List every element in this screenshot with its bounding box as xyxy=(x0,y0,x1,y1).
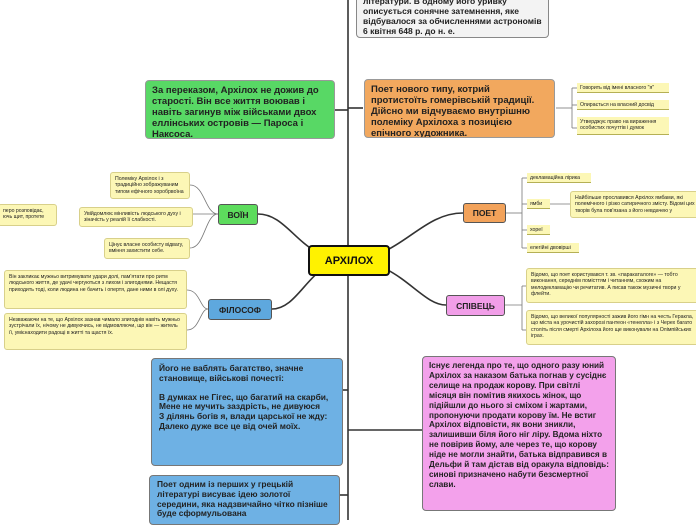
voin-leaf-3-text: Цінує власне особисту відвагу, вміння за… xyxy=(109,242,184,255)
poet-leaf-1-text: декламаційна лірика xyxy=(530,175,581,181)
poet-leaf-2-text: ямби xyxy=(530,201,543,207)
orange-leaf-3: Утверджує право на вираження особистих п… xyxy=(577,117,669,135)
poem-line-1: Його не ваблять багатство, значне станов… xyxy=(159,363,304,383)
poem-line-3: В думках не Гігес, що багатий на скарби, xyxy=(159,391,329,402)
poet-yamby-note-text: Найбільше прославився Архілох ямбами, як… xyxy=(575,195,695,214)
poet-leaf-2: ямби xyxy=(527,199,550,209)
spivets-leaf-2-text: Відомо, що великої популярності зажив йо… xyxy=(531,314,694,340)
pink-legend-note: Існує легенда про те, що одного разу юни… xyxy=(422,356,616,511)
top-note: літератури. В одному його уривку описуєт… xyxy=(356,0,549,38)
branch-filosof-label: ФІЛОСОФ xyxy=(219,304,261,315)
orange-note: Поет нового типу, котрий протистоїть гом… xyxy=(364,79,555,138)
green-note-text: За переказом, Архілох не дожив до старос… xyxy=(152,85,319,139)
voin-leaf-1-text: Полеміку Архілох і з традиційно зображув… xyxy=(115,176,184,195)
voin-cut-note: перо розповідає, ючь щит, протете xyxy=(0,204,57,226)
poem-line-5: З ділянь богів я, влади царської не жду: xyxy=(159,411,328,422)
poet-leaf-1: декламаційна лірика xyxy=(527,173,591,183)
spivets-leaf-2: Відомо, що великої популярності зажив йо… xyxy=(526,310,696,345)
filosof-leaf-1: Він закликає мужньо витримувати удари до… xyxy=(4,270,187,309)
voin-leaf-2-text: Увійдомлює мінливість людського духу і з… xyxy=(84,211,181,224)
pink-legend-note-text: Існує легенда про те, що одного разу юни… xyxy=(429,361,609,489)
branch-voin-label: ВОЇН xyxy=(227,209,249,220)
spivets-leaf-1: Відомо, що поет користувався т. зв. «пар… xyxy=(526,268,696,303)
poet-leaf-4: елегійні двовірші xyxy=(527,243,579,253)
voin-leaf-1: Полеміку Архілох і з традиційно зображув… xyxy=(110,172,190,199)
poem-line-4: Мене не мучить заздрість, не дивуюся xyxy=(159,401,321,412)
top-note-text: літератури. В одному його уривку описуєт… xyxy=(363,0,542,36)
branch-spivets-label: СПІВЕЦЬ xyxy=(456,300,495,311)
central-topic-label: АРХІЛОХ xyxy=(324,254,374,267)
orange-leaf-1-text: Говорить від імені власного "я" xyxy=(580,85,655,91)
bottom-note: Поет одним із перших у грецькій літерату… xyxy=(149,475,340,525)
central-topic[interactable]: АРХІЛОХ xyxy=(308,245,390,276)
poem-box: Його не ваблять багатство, значне станов… xyxy=(151,358,343,466)
branch-filosof[interactable]: ФІЛОСОФ xyxy=(208,299,272,320)
orange-leaf-2-text: Опирається на власний досвід xyxy=(580,102,654,108)
poet-leaf-4-text: елегійні двовірші xyxy=(530,245,571,251)
filosof-leaf-1-text: Він закликає мужньо витримувати удари до… xyxy=(9,274,178,293)
filosof-leaf-2-text: Незважаючи на те, що Архілох зазнав чима… xyxy=(9,317,180,336)
branch-spivets[interactable]: СПІВЕЦЬ xyxy=(446,295,505,316)
branch-poet[interactable]: ПОЕТ xyxy=(463,203,506,223)
bottom-note-text: Поет одним із перших у грецькій літерату… xyxy=(157,479,328,519)
poet-leaf-3-text: хореї xyxy=(530,227,543,233)
voin-leaf-3: Цінує власне особисту відвагу, вміння за… xyxy=(104,238,190,259)
branch-voin[interactable]: ВОЇН xyxy=(218,204,258,225)
poet-yamby-note: Найбільше прославився Архілох ямбами, як… xyxy=(570,191,696,218)
orange-leaf-3-text: Утверджує право на вираження особистих п… xyxy=(580,119,657,132)
filosof-leaf-2: Незважаючи на те, що Архілох зазнав чима… xyxy=(4,313,187,350)
orange-leaf-2: Опирається на власний досвід xyxy=(577,100,669,110)
spivets-leaf-1-text: Відомо, що поет користувався т. зв. «пар… xyxy=(531,272,681,298)
branch-poet-label: ПОЕТ xyxy=(472,208,497,218)
voin-leaf-2: Увійдомлює мінливість людського духу і з… xyxy=(79,207,193,227)
poet-leaf-3: хореї xyxy=(527,225,550,235)
poem-line-6: Далеко дуже все це від очей моїх. xyxy=(159,420,301,431)
voin-cut-note-text: перо розповідає, ючь щит, протете xyxy=(3,208,45,221)
orange-leaf-1: Говорить від імені власного "я" xyxy=(577,83,669,93)
green-note: За переказом, Архілох не дожив до старос… xyxy=(145,80,335,139)
orange-note-text: Поет нового типу, котрий протистоїть гом… xyxy=(371,84,535,138)
